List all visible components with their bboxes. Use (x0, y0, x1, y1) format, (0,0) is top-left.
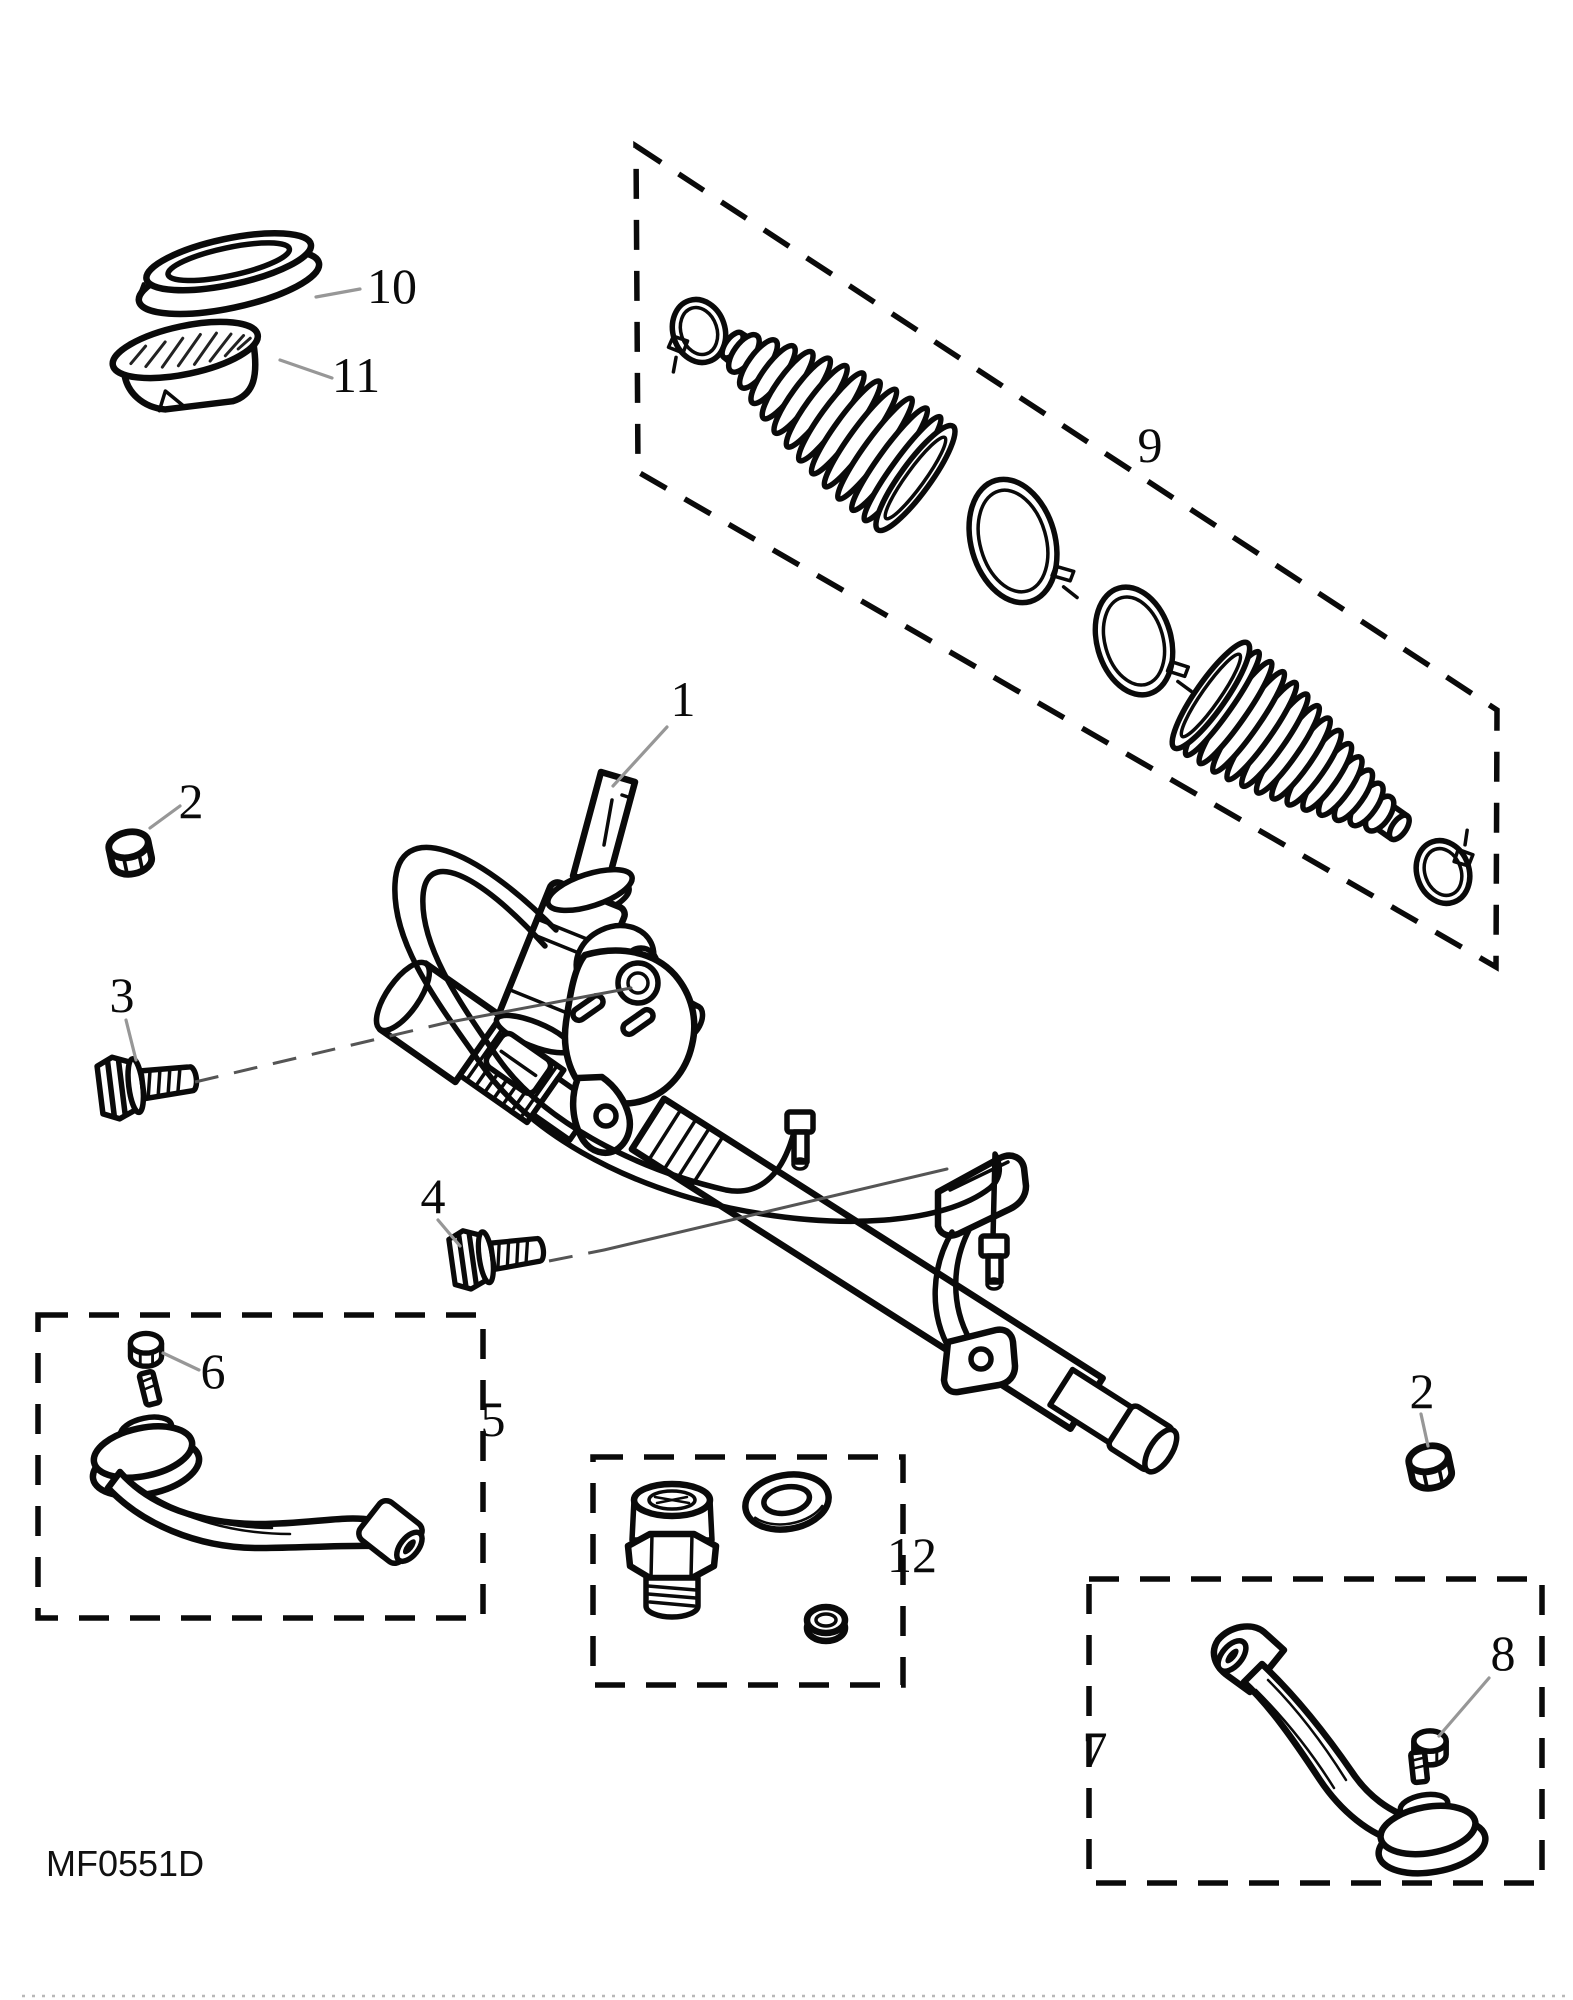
callout-9: 9 (1138, 417, 1163, 473)
bushing-ring (803, 1603, 849, 1645)
figure-code: MF0551D (46, 1843, 204, 1884)
union-fitting (624, 1480, 720, 1620)
fitting-kit-dashed-box (590, 1454, 906, 1688)
steering-boot-left (719, 329, 958, 534)
mounting-bolt-part-3 (96, 1047, 200, 1120)
leader-part-4-label (436, 1218, 462, 1248)
callout-1: 1 (671, 671, 696, 727)
hex-nut-part-2-left (106, 828, 154, 877)
dust-cover-part-11 (109, 318, 262, 413)
callout-2-right: 2 (1410, 1363, 1435, 1419)
callout-3: 3 (110, 967, 135, 1023)
leader-part-3-solid (443, 986, 633, 1025)
callout-12: 12 (887, 1527, 937, 1583)
mounting-bolt-part-4 (448, 1220, 547, 1291)
callout-4: 4 (421, 1168, 446, 1224)
rack-tube (628, 1095, 1180, 1475)
leader-part-6 (161, 1351, 201, 1372)
gaiter-kit-dashed-box (633, 140, 1500, 972)
steering-gear-assembly-part-1 (373, 768, 1180, 1475)
callout-6: 6 (201, 1343, 226, 1399)
seal-ring-part-10 (135, 229, 323, 318)
leader-part-4-dashed (548, 1248, 605, 1263)
boot-clamp-small-right (1408, 829, 1489, 911)
hex-nut-part-2-right (1406, 1442, 1454, 1491)
callout-10: 10 (367, 258, 417, 314)
pipe-union-right (978, 1233, 1010, 1291)
callout-8: 8 (1491, 1625, 1516, 1681)
callout-5: 5 (481, 1391, 506, 1447)
tie-rod-left-dashed-box (35, 1312, 486, 1621)
callout-7: 7 (1083, 1721, 1108, 1777)
steering-boot-right (1169, 639, 1412, 843)
leader-part-2-left (148, 804, 182, 830)
tie-rod-right-dashed-box (1086, 1576, 1545, 1886)
seal-washer (742, 1471, 832, 1533)
callout-2-left: 2 (179, 773, 204, 829)
leader-part-1 (611, 725, 669, 788)
hex-nut-part-6 (130, 1333, 161, 1366)
tie-rod-end-right (1210, 1623, 1489, 1877)
leader-part-4-solid (602, 1167, 949, 1252)
pipe-union-middle (784, 1109, 816, 1171)
leader-part-8 (1437, 1676, 1491, 1738)
boot-clamp-ring-2 (1092, 584, 1193, 698)
callout-11: 11 (332, 347, 380, 403)
leader-part-11 (278, 358, 334, 380)
boot-clamp-ring-1 (966, 476, 1079, 606)
mounting-bracket-left (483, 947, 698, 1156)
leader-part-2-right (1419, 1412, 1430, 1448)
hydraulic-pipes (392, 844, 1010, 1291)
boot-clamp-small-left (654, 293, 734, 373)
leader-part-3-dashed (194, 1021, 446, 1084)
leader-part-3-label (124, 1018, 138, 1062)
mounting-bracket-right (932, 1152, 1030, 1396)
tie-rod-end-left (89, 1368, 425, 1567)
leader-part-10 (314, 287, 362, 299)
